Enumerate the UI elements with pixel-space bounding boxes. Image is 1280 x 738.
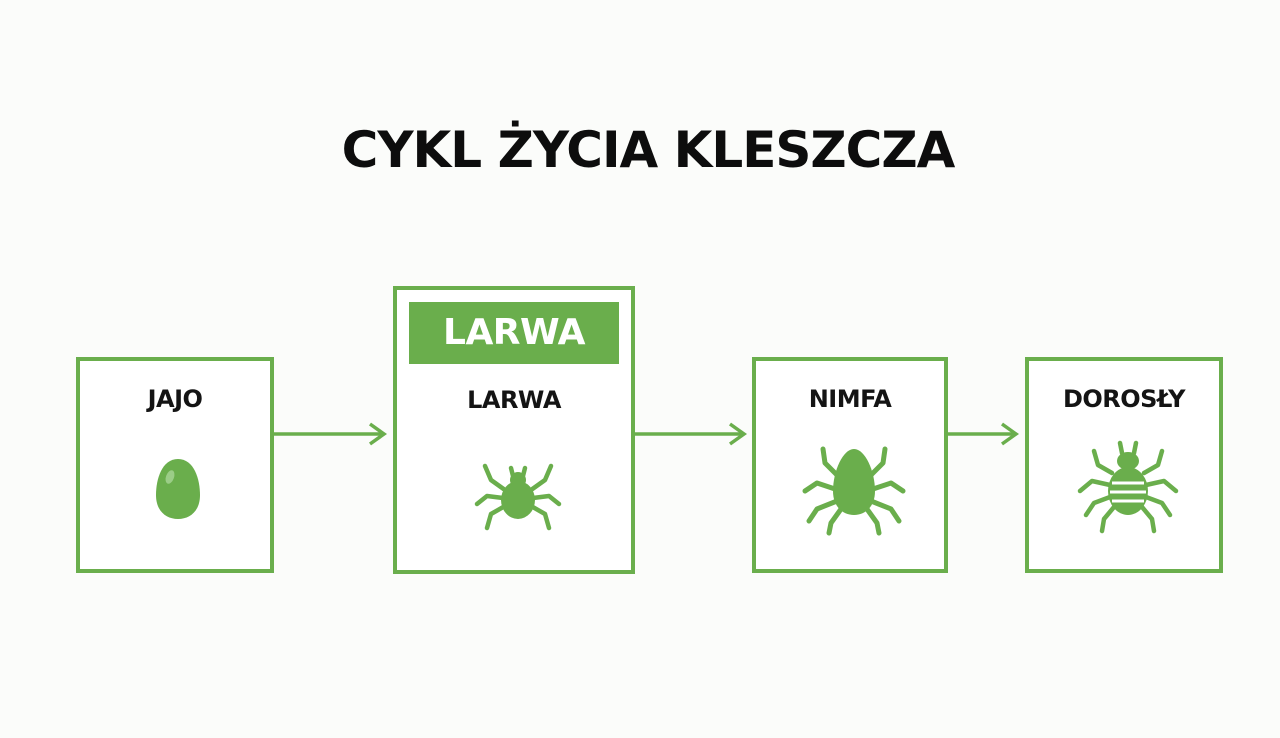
arrow-larwa-to-nimfa: [634, 422, 748, 446]
tick-larva-icon: [474, 463, 562, 531]
stage-label: JAJO: [147, 385, 203, 413]
stage-box-larwa: LARWA LARWA: [393, 286, 635, 574]
stage-label: LARWA: [467, 386, 561, 414]
egg-icon: [156, 459, 200, 519]
diagram-title: CYKL ŻYCIA KLESZCZA: [341, 121, 956, 179]
arrow-nimfa-to-dorosly: [948, 422, 1020, 446]
stage-box-dorosly: DOROSŁY: [1025, 357, 1223, 573]
tick-nymph-icon: [802, 446, 906, 536]
stage-label: NIMFA: [808, 385, 892, 413]
stage-box-nimfa: NIMFA: [752, 357, 948, 573]
arrow-jajo-to-larwa: [274, 422, 388, 446]
stage-box-jajo: JAJO: [76, 357, 274, 573]
tick-adult-icon: [1077, 440, 1179, 534]
stage-label: DOROSŁY: [1062, 385, 1186, 413]
stage-banner: LARWA: [409, 302, 619, 364]
